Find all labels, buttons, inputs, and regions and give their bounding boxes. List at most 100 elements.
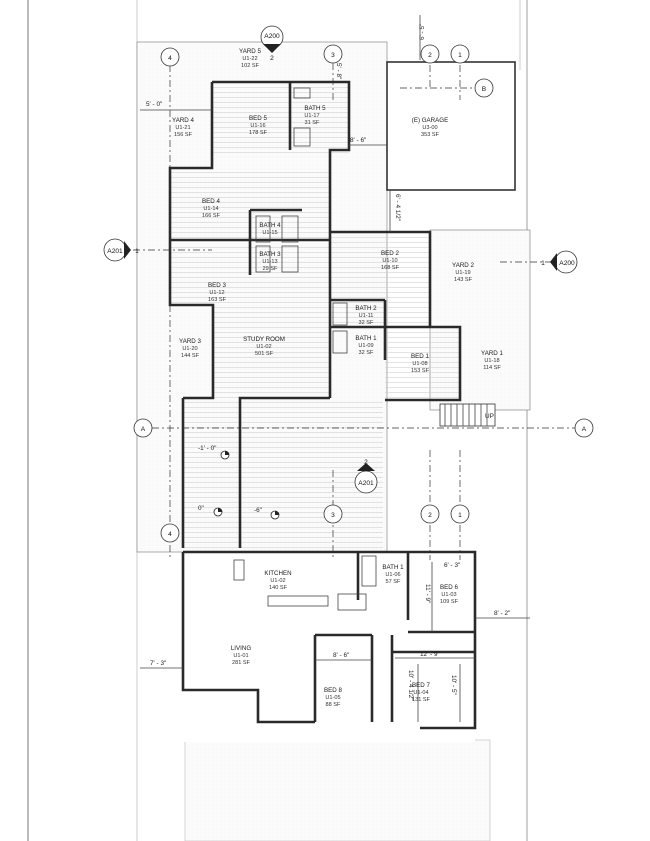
svg-text:U1-20: U1-20	[182, 346, 197, 352]
section-number: 1	[135, 248, 139, 255]
dim-label: 12' - 9"	[420, 651, 440, 658]
section-number: 1	[541, 260, 545, 267]
svg-text:BATH 4: BATH 4	[259, 222, 281, 229]
svg-text:U1-14: U1-14	[203, 206, 218, 212]
svg-text:88 SF: 88 SF	[326, 702, 342, 708]
dim-label: 8' - 6"	[333, 652, 349, 659]
svg-text:144 SF: 144 SF	[181, 353, 200, 359]
svg-text:U1-11: U1-11	[359, 313, 374, 319]
svg-text:BED 7: BED 7	[412, 682, 430, 689]
svg-text:YARD 5: YARD 5	[239, 48, 261, 55]
dim-label: 5' - 0"	[146, 101, 162, 108]
dim-label: -6"	[254, 507, 262, 514]
grid-tag: B	[482, 86, 487, 93]
svg-text:BATH 1: BATH 1	[382, 564, 404, 571]
dim-label: 5' - 8"	[335, 63, 342, 79]
svg-text:BATH 5: BATH 5	[304, 105, 326, 112]
dim-label: 10' - 4 1/2"	[407, 670, 414, 701]
svg-text:YARD 2: YARD 2	[452, 262, 474, 269]
svg-text:U3-00: U3-00	[422, 125, 437, 131]
svg-text:U1-06: U1-06	[385, 572, 400, 578]
dim-label: 8' - 6"	[350, 137, 366, 144]
svg-text:U1-10: U1-10	[382, 258, 397, 264]
svg-text:BED 3: BED 3	[208, 282, 226, 289]
svg-text:BATH 1: BATH 1	[355, 335, 377, 342]
grid-tag: 2	[428, 512, 432, 519]
svg-text:109 SF: 109 SF	[440, 599, 459, 605]
svg-text:YARD 1: YARD 1	[481, 350, 503, 357]
dim-label: 6' - 3"	[444, 562, 460, 569]
svg-text:U1-17: U1-17	[304, 113, 319, 119]
dim-label: 6' - 4 1/2"	[394, 194, 401, 221]
svg-text:YARD 3: YARD 3	[179, 338, 201, 345]
svg-text:U1-09: U1-09	[358, 343, 373, 349]
grid-tag: A	[582, 426, 587, 433]
section-number: 2	[270, 55, 274, 62]
svg-text:32 SF: 32 SF	[359, 320, 375, 326]
dim-label: 8' - 2"	[494, 610, 510, 617]
dim-label: 7' - 3"	[150, 660, 166, 667]
svg-text:BED 1: BED 1	[411, 353, 429, 360]
svg-text:31 SF: 31 SF	[305, 120, 321, 126]
svg-text:131 SF: 131 SF	[412, 697, 431, 703]
svg-text:143 SF: 143 SF	[454, 277, 473, 283]
svg-text:178 SF: 178 SF	[249, 130, 268, 136]
room-bath-4: BATH 4U1-15	[259, 222, 281, 236]
svg-text:166 SF: 166 SF	[202, 213, 221, 219]
svg-text:168 SF: 168 SF	[381, 265, 400, 271]
section-tag: A201	[107, 248, 123, 255]
svg-text:353 SF: 353 SF	[421, 132, 440, 138]
grid-tag: 1	[458, 52, 462, 59]
svg-text:LIVING: LIVING	[231, 645, 251, 652]
svg-text:BED 6: BED 6	[440, 584, 458, 591]
svg-text:BATH 3: BATH 3	[259, 251, 281, 258]
section-number: 2	[364, 459, 368, 466]
svg-text:U1-12: U1-12	[209, 290, 224, 296]
svg-text:BED 2: BED 2	[381, 250, 399, 257]
svg-text:BED 4: BED 4	[202, 198, 220, 205]
svg-text:U1-13: U1-13	[262, 259, 277, 265]
dim-label: 11' - 9"	[424, 584, 431, 603]
section-tag: A201	[358, 480, 374, 487]
svg-text:U1-02: U1-02	[270, 578, 285, 584]
grid-tag: 2	[428, 52, 432, 59]
svg-text:U1-15: U1-15	[262, 230, 277, 236]
svg-text:BED 8: BED 8	[324, 687, 342, 694]
svg-text:102 SF: 102 SF	[241, 63, 260, 69]
svg-text:140 SF: 140 SF	[269, 585, 288, 591]
svg-text:BED 5: BED 5	[249, 115, 267, 122]
grid-tag: A	[141, 426, 146, 433]
section-tag: A200	[264, 33, 280, 40]
svg-text:U1-08: U1-08	[412, 361, 427, 367]
svg-text:281 SF: 281 SF	[232, 660, 251, 666]
grid-tag: 3	[331, 52, 335, 59]
dim-label: 0"	[198, 505, 204, 512]
svg-text:STUDY ROOM: STUDY ROOM	[243, 336, 285, 343]
stair-label: UP	[485, 413, 494, 420]
grid-tag: 4	[168, 531, 172, 538]
svg-text:KITCHEN: KITCHEN	[264, 570, 291, 577]
